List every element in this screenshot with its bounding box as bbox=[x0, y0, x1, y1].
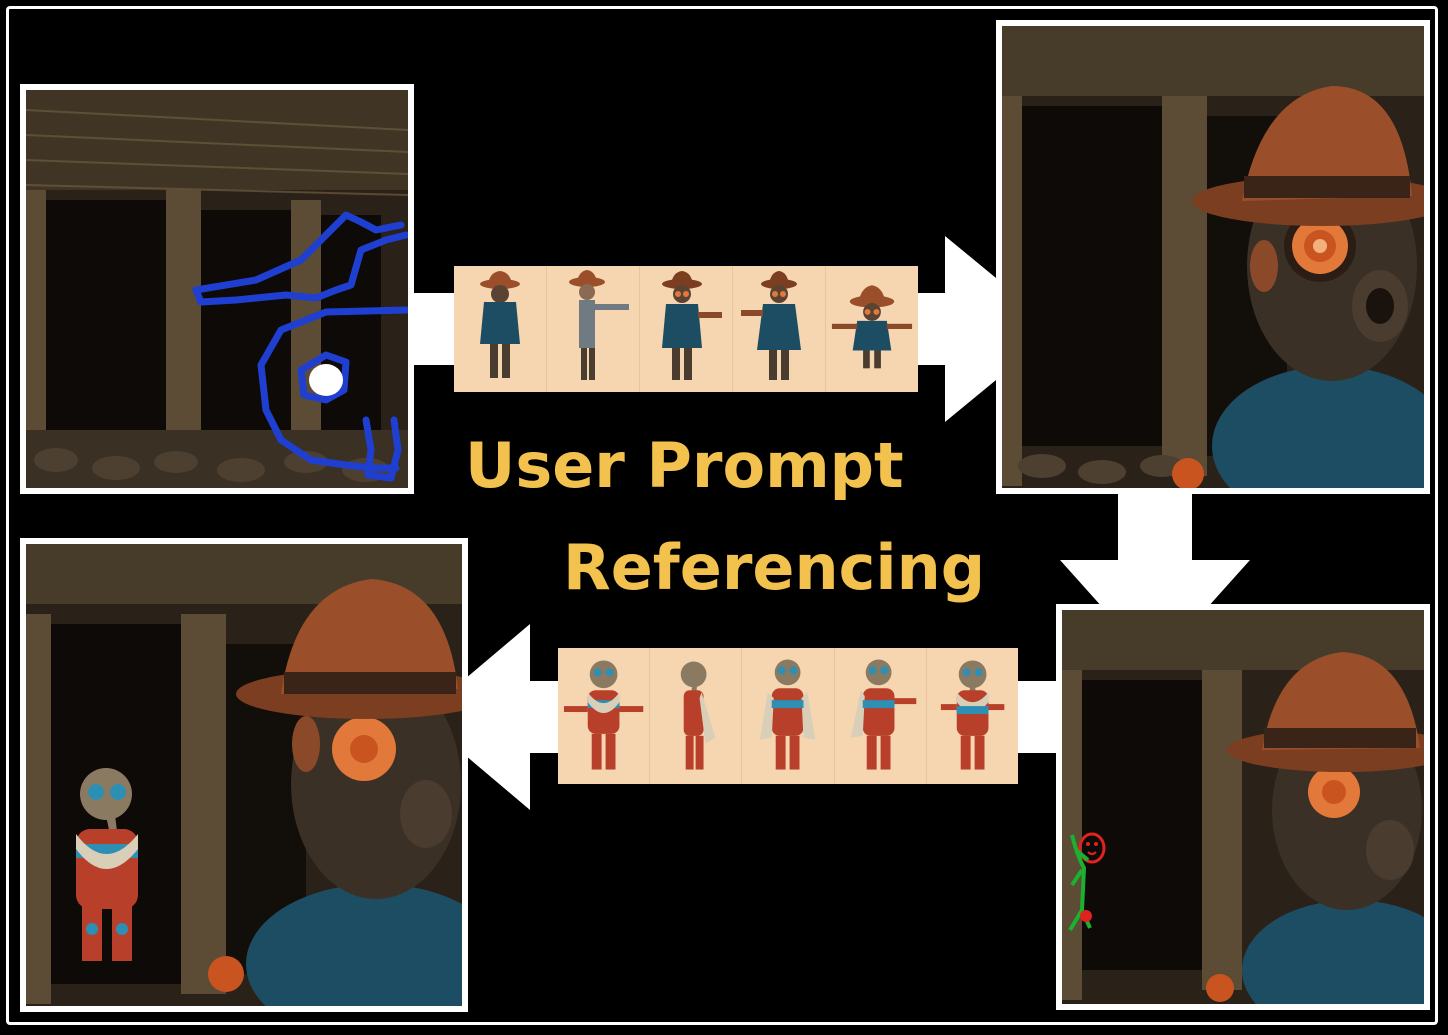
caption-line-2: Referencing bbox=[563, 531, 986, 604]
plague-reference-2 bbox=[650, 648, 743, 784]
cowboy-reference-1 bbox=[454, 266, 547, 392]
input-sketch-panel bbox=[20, 84, 414, 494]
plague-reference-3 bbox=[742, 648, 835, 784]
plague-reference-4 bbox=[835, 648, 927, 784]
plague-reference-strip bbox=[558, 648, 1018, 784]
second-sketch-panel bbox=[1056, 604, 1430, 1010]
caption-line-1: User Prompt bbox=[465, 429, 904, 502]
down-arrow bbox=[1060, 488, 1250, 666]
cowboy-reference-5 bbox=[826, 266, 918, 392]
cowboy-reference-3 bbox=[640, 266, 733, 392]
cowboy-reference-4 bbox=[733, 266, 826, 392]
cowboy-reference-strip bbox=[454, 266, 918, 392]
cowboy-reference-2 bbox=[547, 266, 640, 392]
generated-character-panel bbox=[996, 20, 1430, 494]
outer-frame bbox=[6, 6, 1438, 1025]
plague-reference-1 bbox=[558, 648, 651, 784]
plague-reference-5 bbox=[927, 648, 1018, 784]
final-result-panel bbox=[20, 538, 468, 1012]
